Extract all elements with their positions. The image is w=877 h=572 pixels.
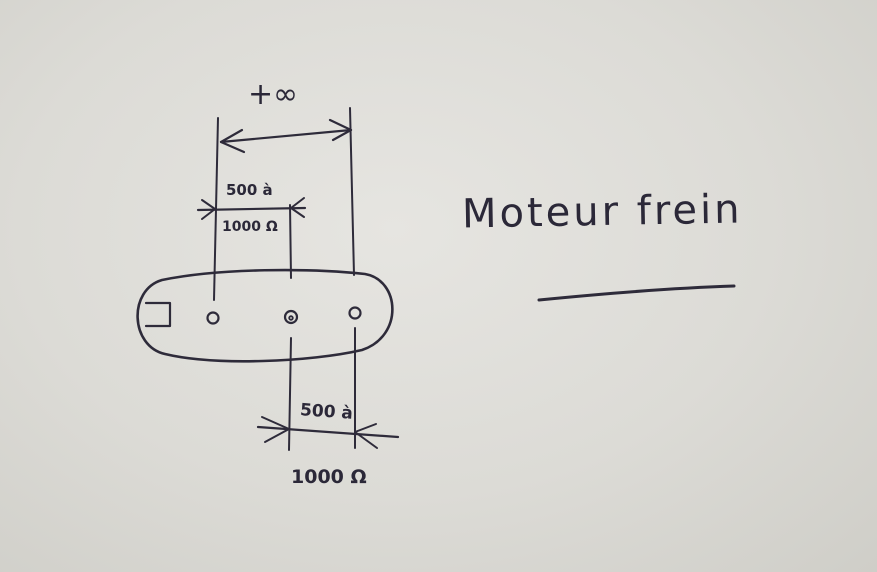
- extension-line-middle-upper: [289, 204, 292, 279]
- title-underline: [537, 284, 736, 302]
- label-top-span: +∞: [248, 77, 299, 112]
- label-bottom-span-upper: 500 à: [299, 400, 354, 424]
- left-tab: [144, 301, 172, 328]
- label-left-span-lower: 1000 Ω: [222, 219, 278, 235]
- terminal-left: [206, 311, 220, 325]
- dimension-arrow-left: [196, 206, 307, 212]
- dimension-arrow-top: [219, 128, 353, 144]
- arrowhead-left-b: [290, 197, 305, 218]
- arrowhead-bottom-a: [261, 416, 290, 443]
- arrowhead-bottom-b: [354, 423, 378, 449]
- terminal-middle: [283, 309, 299, 325]
- arrowhead-top-right: [328, 118, 353, 142]
- diagram-title: Moteur frein: [461, 186, 743, 238]
- arrowhead-left-a: [201, 199, 216, 220]
- extension-line-middle-lower: [288, 337, 292, 451]
- arrowhead-top-left: [219, 128, 246, 154]
- dimension-arrow-bottom: [256, 425, 400, 439]
- label-bottom-span-lower: 1000 Ω: [291, 466, 367, 488]
- label-left-span-upper: 500 à: [226, 181, 273, 199]
- extension-line-right-upper: [349, 107, 355, 276]
- terminal-right: [348, 306, 362, 320]
- terminal-middle-dot: [288, 315, 294, 321]
